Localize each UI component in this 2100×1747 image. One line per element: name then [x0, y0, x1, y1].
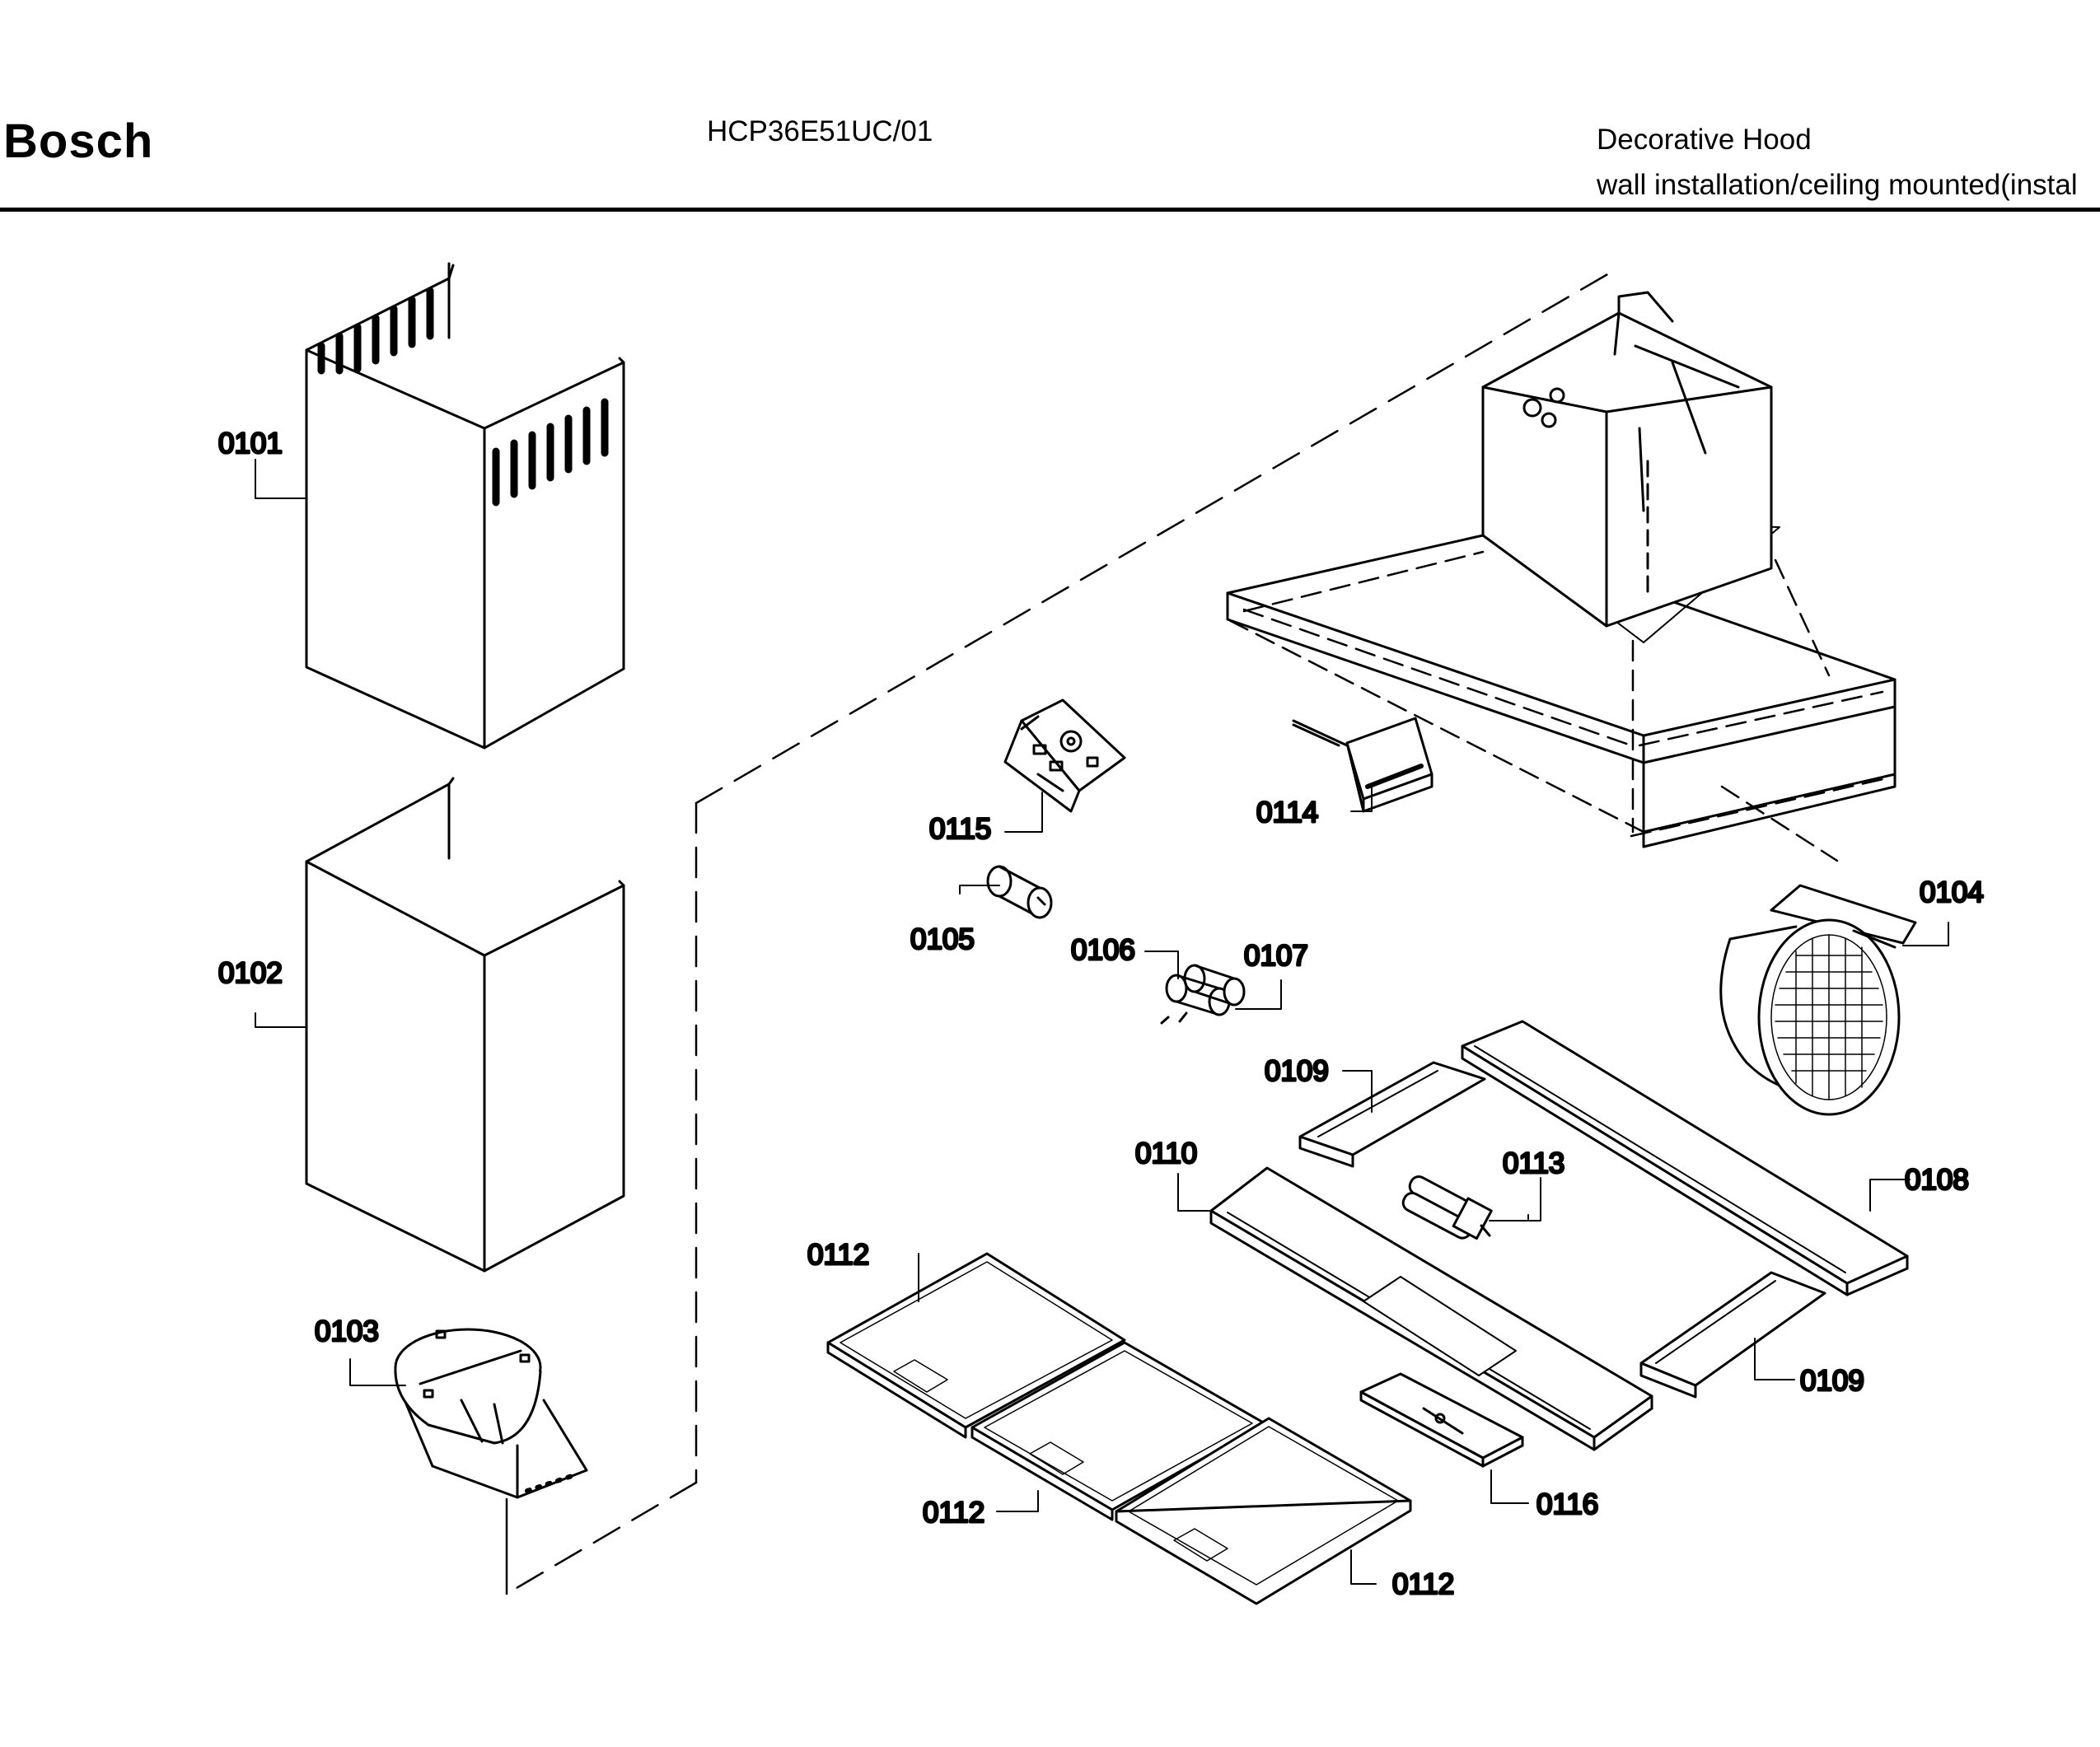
upper-vent-slots-back [317, 287, 434, 375]
callout-leader-lines [255, 459, 1949, 1585]
callout-0101: 0101 [218, 427, 283, 460]
assembly-frame-dashed [505, 266, 1621, 1595]
header-rule [0, 208, 2100, 212]
diagram-title-line2: wall installation/ceiling mounted(instal [1597, 169, 2078, 201]
hood-front-skirt [1226, 618, 1897, 848]
capacitor-pair [1160, 964, 1246, 1025]
grease-filter-left [826, 1252, 1126, 1439]
callout-0112-right: 0112 [1392, 1568, 1454, 1600]
front-trim-panel [1209, 1166, 1653, 1451]
light-housing-tray [1359, 1372, 1524, 1468]
callout-0114: 0114 [1256, 796, 1318, 829]
callout-0110: 0110 [1135, 1137, 1197, 1170]
callout-0105: 0105 [910, 923, 975, 955]
callout-0107: 0107 [1244, 940, 1308, 972]
grease-filter-middle [970, 1341, 1266, 1521]
fluorescent-lamp [1401, 1175, 1493, 1240]
callout-0104: 0104 [1920, 876, 1984, 909]
control-circuit-board [1003, 698, 1126, 813]
chimney-upper-cover [305, 262, 625, 750]
grease-filter-right [1115, 1417, 1412, 1605]
light-lens-lower [1639, 1271, 1826, 1399]
control-switch-module [1292, 717, 1434, 813]
part-callouts: 0101 0102 0103 0104 0105 0106 0107 0108 … [217, 427, 1985, 1602]
callout-0113: 0113 [1503, 1147, 1564, 1179]
callout-0106: 0106 [1071, 934, 1135, 966]
light-lens-upper [1298, 1061, 1486, 1168]
blower-fan-assembly [1719, 884, 1917, 1116]
callout-0102: 0102 [218, 957, 283, 989]
callout-0112-middle: 0112 [923, 1497, 985, 1529]
diagram-title-line1: Decorative Hood [1597, 124, 1812, 156]
callout-0109-upper: 0109 [1265, 1055, 1329, 1087]
brand-name: Bosch [3, 114, 154, 168]
rear-trim-panel [1461, 1020, 1909, 1296]
duct-adapter [394, 1328, 588, 1499]
upper-vent-slots-front [492, 398, 609, 507]
callout-0103: 0103 [315, 1315, 379, 1348]
hood-body [1226, 291, 1897, 862]
hood-to-blower-dashes [1720, 558, 1839, 862]
callout-0112-left: 0112 [807, 1239, 869, 1271]
callout-0108: 0108 [1905, 1164, 1969, 1196]
diagram-title: Decorative Hood wall installation/ceilin… [1597, 117, 2078, 208]
motor-housing-box [1481, 291, 1773, 628]
model-number: HCP36E51UC/01 [707, 115, 933, 147]
callout-0109-lower: 0109 [1800, 1365, 1864, 1397]
callout-0116: 0116 [1536, 1488, 1598, 1520]
chimney-lower-cover [305, 777, 625, 1273]
capacitor-single [986, 865, 1053, 919]
callout-0115: 0115 [929, 813, 991, 845]
